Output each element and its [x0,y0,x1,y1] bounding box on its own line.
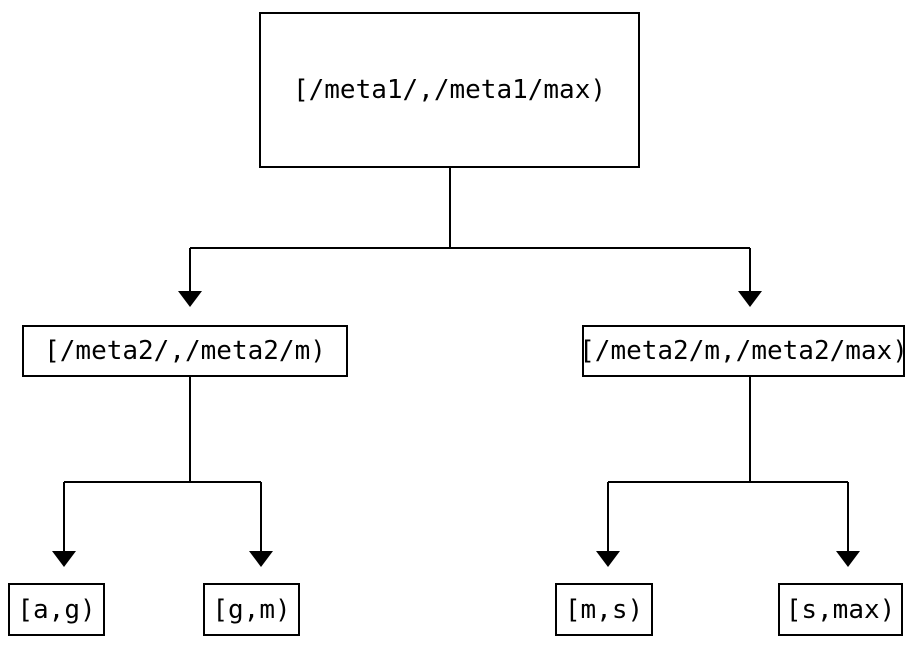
arrow-down-icon [178,291,202,307]
node-label: [s,max) [785,594,896,625]
node-root-range: [/meta1/,/meta1/max) [259,12,640,168]
arrow-down-icon [836,551,860,567]
node-meta2-lower-range: [/meta2/,/meta2/m) [22,325,348,377]
node-leaf-m-s: [m,s) [555,583,653,636]
edge-meta2upper-to-children [607,377,849,551]
node-label: [/meta2/,/meta2/m) [44,336,326,366]
node-leaf-s-max: [s,max) [778,583,903,636]
node-label: [a,g) [17,594,96,625]
arrow-down-icon [738,291,762,307]
node-label: [g,m) [212,594,291,625]
node-label: [/meta2/m,/meta2/max) [579,336,908,366]
node-leaf-a-g: [a,g) [8,583,105,636]
node-label: [/meta1/,/meta1/max) [292,75,607,105]
edge-meta2lower-to-children [63,377,262,551]
node-label: [m,s) [564,594,644,625]
arrow-down-icon [596,551,620,567]
arrow-down-icon [52,551,76,567]
node-leaf-g-m: [g,m) [203,583,300,636]
edge-root-to-children [189,168,751,291]
arrow-down-icon [249,551,273,567]
node-meta2-upper-range: [/meta2/m,/meta2/max) [579,325,908,377]
